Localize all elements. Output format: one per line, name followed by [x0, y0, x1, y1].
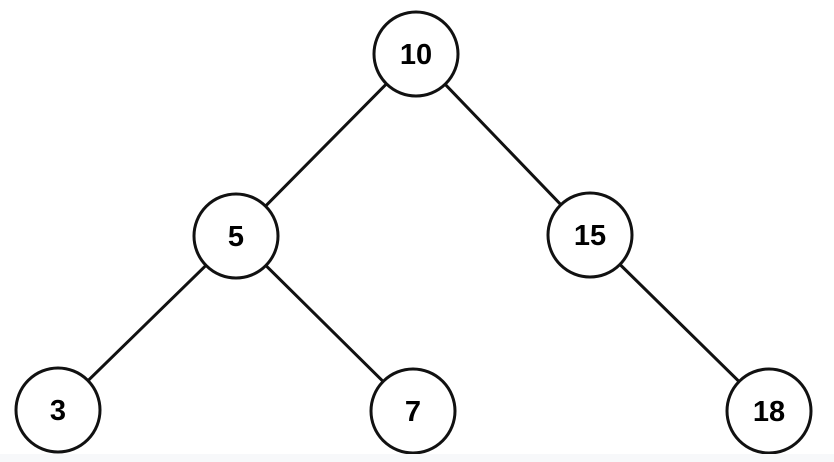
- node-label-15: 15: [574, 220, 606, 252]
- node-circle-7[interactable]: [369, 367, 457, 455]
- nodes-layer: 10 5 15 3 7 18: [14, 10, 813, 455]
- tree-edge-10-5: [263, 81, 389, 209]
- tree-edge-5-3: [85, 263, 209, 383]
- tree-node-7[interactable]: 7: [369, 367, 457, 455]
- node-circle-10[interactable]: [372, 10, 460, 98]
- node-label-5: 5: [228, 221, 244, 253]
- tree-node-5[interactable]: 5: [192, 192, 280, 280]
- footer-strip: [0, 454, 834, 462]
- tree-node-3[interactable]: 3: [14, 366, 102, 454]
- tree-edge-5-7: [263, 263, 386, 384]
- node-label-3: 3: [50, 395, 66, 427]
- tree-edge-15-18: [617, 262, 742, 384]
- tree-node-18[interactable]: 18: [725, 367, 813, 455]
- node-circle-5[interactable]: [192, 192, 280, 280]
- node-label-7: 7: [405, 396, 421, 428]
- tree-node-10[interactable]: 10: [372, 10, 460, 98]
- edges-layer: [85, 81, 742, 384]
- node-label-18: 18: [753, 396, 785, 428]
- tree-node-15[interactable]: 15: [546, 191, 634, 279]
- node-circle-3[interactable]: [14, 366, 102, 454]
- node-circle-15[interactable]: [546, 191, 634, 279]
- node-label-10: 10: [400, 39, 432, 71]
- node-circle-18[interactable]: [725, 367, 813, 455]
- tree-edge-10-15: [442, 82, 564, 207]
